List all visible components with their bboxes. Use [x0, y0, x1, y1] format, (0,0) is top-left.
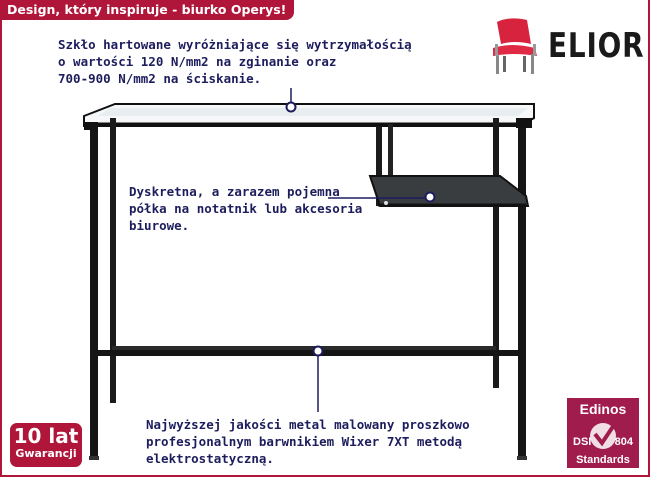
shelf-callout-line: półka na notatnik lub akcesoria — [129, 201, 363, 216]
shelf-callout-line: Dyskretna, a zarazem pojemna — [129, 184, 340, 199]
certificate-brand: Edinos — [579, 401, 627, 417]
frame-marker — [312, 345, 324, 357]
warranty-label: Gwarancji — [15, 447, 77, 460]
glass-callout-line: Szkło hartowane wyróżniające się wytrzym… — [58, 37, 412, 52]
desk-leg-front-right — [518, 125, 526, 458]
glass-marker — [285, 101, 297, 113]
glass-callout-line: 700-900 N/mm2 na ściskanie. — [58, 71, 262, 86]
brand-logo: ELIOR — [487, 14, 644, 78]
warranty-years: 10 lat — [13, 424, 79, 448]
certificate-badge: Edinos DSI 804 Standards — [567, 398, 639, 468]
shelf-callout-line: biurowe. — [129, 218, 190, 233]
lower-crossbar — [92, 350, 524, 356]
desk-leg-back-right — [493, 118, 499, 388]
shelf-leg-left — [376, 126, 382, 206]
glass-callout-line: o wartości 120 N/mm2 na zginanie oraz — [58, 54, 337, 69]
chair-icon — [493, 18, 537, 74]
frame-callout-line: elektrostatyczną. — [146, 451, 274, 466]
desk-leg-front-left — [90, 125, 98, 458]
frame-callout-line: Najwyższej jakości metal malowany proszk… — [146, 417, 470, 432]
frame-callout-line: profesjonalnym barwnikiem Wixer 7XT meto… — [146, 434, 463, 449]
shelf-marker — [424, 191, 436, 203]
certificate-standards: Standards — [576, 454, 630, 466]
frame-callout: Najwyższej jakości metal malowany proszk… — [146, 416, 470, 467]
desk-leg-back-left — [110, 118, 116, 403]
certificate-dsi: DSI — [573, 436, 592, 448]
shelf-callout: Dyskretna, a zarazem pojemna półka na no… — [129, 183, 362, 234]
certificate-number: 804 — [614, 436, 633, 448]
glass-shelf — [368, 175, 530, 207]
brand-name: ELIOR — [548, 26, 645, 66]
glass-callout: Szkło hartowane wyróżniające się wytrzym… — [58, 36, 412, 87]
check-icon — [590, 423, 616, 449]
page-title: Design, który inspiruje - biurko Operys! — [0, 0, 295, 20]
warranty-badge: 10 lat Gwarancji — [10, 423, 82, 467]
